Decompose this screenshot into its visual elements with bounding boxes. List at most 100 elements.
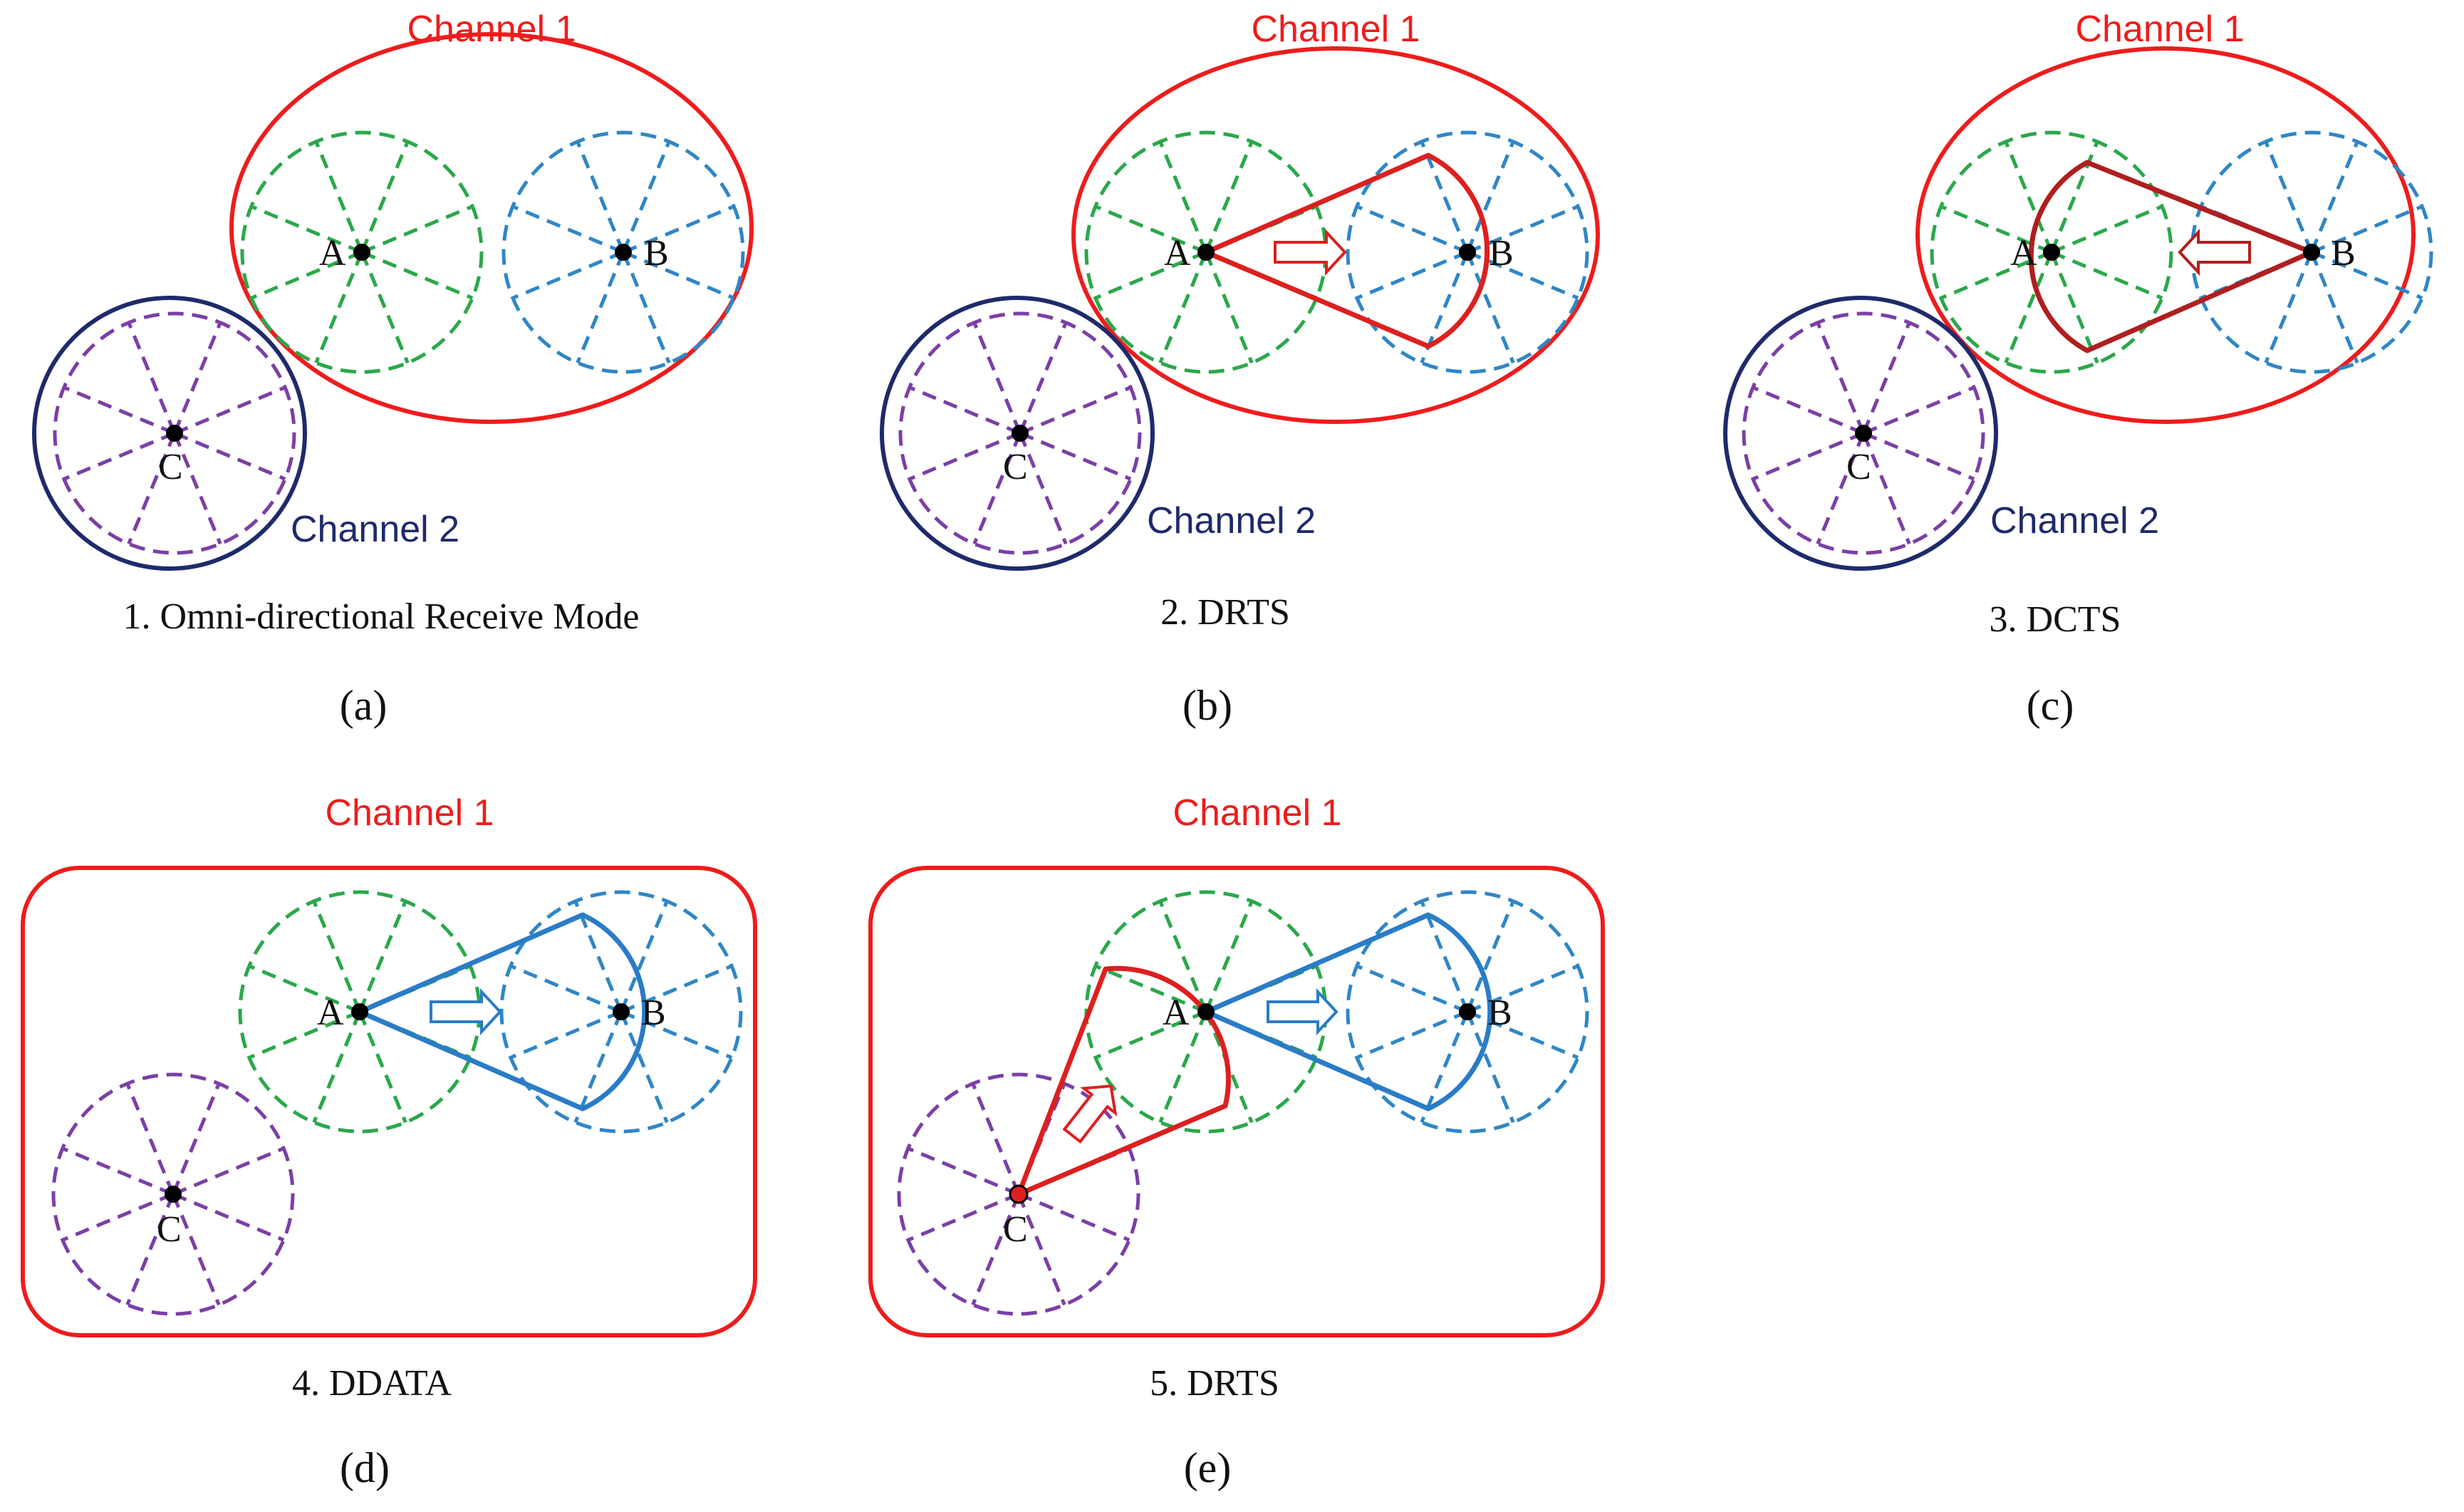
panel-sublabel: (a)	[340, 682, 388, 729]
range-spoke	[971, 1082, 1021, 1195]
range-spoke	[908, 385, 1021, 435]
range-spoke	[1019, 431, 1132, 481]
range-ring	[1930, 130, 2173, 374]
range-spoke	[1017, 1193, 1066, 1306]
range-spoke	[63, 385, 175, 435]
panel-c: A B C Channel 1 Channel 2 3. DCTS (c)	[1723, 9, 2433, 729]
directional-beam-b-to-a	[2028, 160, 2314, 353]
directional-beam-c-to-a	[1016, 965, 1231, 1197]
range-spoke	[907, 1192, 1019, 1242]
range-spoke	[1752, 431, 1864, 481]
range-spoke	[2311, 204, 2423, 254]
channel-2-label: Channel 2	[1147, 500, 1316, 542]
channel-2-label: Channel 2	[1990, 500, 2159, 542]
node-a-dot	[2043, 244, 2060, 261]
range-spoke	[971, 1193, 1021, 1306]
range-spoke	[1467, 964, 1579, 1014]
range-spoke	[509, 1010, 622, 1060]
node-a-omni-range	[240, 130, 484, 374]
range-spoke	[1861, 321, 1911, 434]
range-spoke	[314, 140, 364, 253]
range-spoke	[1356, 964, 1468, 1014]
range-spoke	[250, 250, 363, 300]
range-spoke	[972, 433, 1022, 545]
channel-1-boundary	[868, 866, 1605, 1337]
range-spoke	[1465, 1011, 1515, 1124]
node-a-dot	[1197, 1003, 1215, 1020]
range-spoke	[1816, 321, 1866, 434]
range-spoke	[621, 140, 671, 253]
range-spoke	[1816, 433, 1866, 545]
node-c-dot	[165, 1186, 182, 1203]
range-spoke	[1940, 250, 2052, 300]
range-spoke	[125, 1193, 175, 1306]
node-b-omni-range	[499, 890, 743, 1134]
node-a-dot	[351, 1003, 368, 1020]
range-spoke	[2051, 204, 2163, 254]
range-spoke	[172, 1146, 285, 1196]
node-b-label: B	[641, 993, 666, 1033]
node-b-dot	[615, 244, 632, 261]
range-ring	[53, 311, 296, 555]
channel-1-boundary	[1915, 46, 2416, 424]
range-spoke	[623, 204, 735, 254]
node-c-dot	[1012, 425, 1029, 442]
arrow-right-icon	[1274, 228, 1347, 276]
node-b-omni-range	[1346, 890, 1589, 1134]
range-spoke	[1094, 250, 1207, 300]
range-spoke	[125, 1082, 175, 1195]
range-spoke	[2051, 250, 2163, 300]
range-spoke	[1019, 385, 1132, 435]
range-spoke	[2049, 252, 2099, 364]
node-c-omni-range	[898, 311, 1142, 555]
range-spoke	[619, 900, 669, 1013]
node-c-dot	[1009, 1184, 1029, 1204]
range-spoke	[1467, 250, 1579, 300]
range-spoke	[172, 1192, 285, 1242]
node-a-label: A	[319, 233, 346, 274]
range-spoke	[1467, 204, 1579, 254]
range-spoke	[1094, 204, 1207, 254]
range-spoke	[127, 321, 177, 434]
range-spoke	[360, 252, 410, 364]
node-b-label: B	[2331, 233, 2356, 274]
channel-1-label: Channel 1	[325, 792, 494, 834]
range-spoke	[61, 1146, 174, 1196]
range-spoke	[2264, 252, 2314, 364]
range-spoke	[2311, 250, 2423, 300]
range-spoke	[1094, 1010, 1207, 1060]
range-ring	[1742, 311, 1985, 555]
range-spoke	[908, 431, 1021, 481]
node-c-label: C	[158, 447, 183, 487]
range-spoke	[1018, 433, 1068, 545]
panel-caption: 4. DDATA	[292, 1363, 452, 1404]
node-c-dot	[1855, 425, 1872, 442]
range-spoke	[63, 431, 175, 481]
node-a-label: A	[317, 993, 344, 1033]
arrow-right-icon	[430, 988, 502, 1036]
range-spoke	[1158, 1011, 1208, 1124]
node-c-label: C	[157, 1209, 182, 1250]
range-spoke	[1018, 1192, 1130, 1242]
node-b-dot	[613, 1003, 630, 1020]
range-spoke	[1752, 385, 1864, 435]
range-spoke	[361, 204, 474, 254]
panel-sublabel: (b)	[1182, 682, 1232, 729]
channel-1-label: Channel 1	[1173, 792, 1341, 834]
range-ring	[501, 130, 745, 374]
range-spoke	[312, 900, 362, 1013]
node-b-dot	[1459, 244, 1476, 261]
node-c-dot	[166, 425, 183, 442]
range-spoke	[174, 385, 286, 435]
channel-1-boundary	[1071, 46, 1600, 424]
node-a-label: A	[1163, 993, 1190, 1033]
range-spoke	[1094, 964, 1207, 1014]
range-spoke	[2309, 140, 2359, 253]
range-spoke	[174, 431, 286, 481]
range-spoke	[1018, 321, 1068, 434]
range-spoke	[248, 964, 360, 1014]
node-b-dot	[2303, 244, 2320, 261]
range-spoke	[2264, 140, 2314, 253]
panel-d: A B C Channel 1 4. DDATA (d)	[21, 792, 757, 1491]
